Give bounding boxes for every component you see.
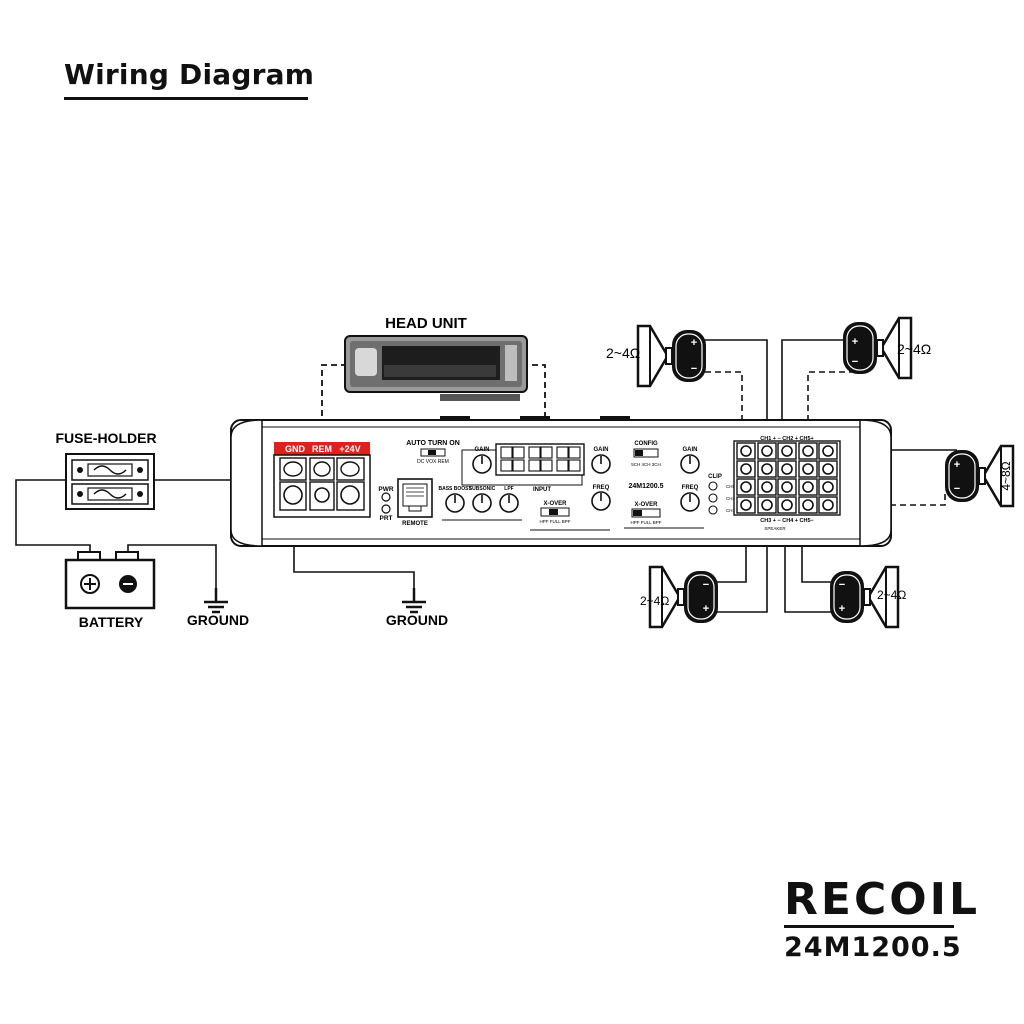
channels-bottom: CH3 + − CH4 + CH5− [760,518,814,524]
brand-model: 24M1200.5 [784,932,962,963]
fuse-holder-label: FUSE-HOLDER [55,430,156,446]
rca-input-block [500,446,581,472]
config-label: CONFIG [634,441,658,447]
x-over-label-ch5: X-OVER [543,501,567,507]
speaker-right-plus: + [954,459,960,471]
terminal-rem-label: REM [312,444,332,454]
speaker-bottom-right-plus: + [839,603,845,615]
clip-ch1: CH1 [726,508,735,513]
brand-divider [784,925,954,928]
gain-label-front: GAIN [683,447,698,453]
lpf-label: LPF [504,486,513,492]
speaker-top-left-plus: + [691,337,697,349]
x-over-label-front: X-OVER [634,502,658,508]
pwr-label: PWR [378,486,393,493]
channels-top: CH1 + − CH2 + CH5+ [760,436,814,442]
clip-ch5: CH5 [726,484,735,489]
switch-icon [633,448,659,458]
amplifier: GND REM +24V PWR PRT AUTO TURN ON [230,416,892,547]
bass-boost-label: BASS BOOST [438,486,471,492]
knob-icon [591,454,611,474]
auto-turn-on-label: AUTO TURN ON [406,440,460,447]
brand-block: RECOIL 24M1200.5 [784,878,980,964]
input-label: INPUT [533,487,551,493]
knob-icon [680,492,700,512]
auto-turn-on-modes: DC VOX REM [417,459,449,465]
knob-icon [680,454,700,474]
ground-label-battery: GROUND [187,612,249,628]
speaker-bottom-right-ohm: 2~4Ω [877,588,906,602]
clip-ch3: CH3 [726,496,735,501]
head-unit [344,335,528,401]
speaker-top-right-minus: − [852,356,858,368]
remote-label: REMOTE [402,521,428,527]
knob-icon [591,491,611,511]
terminal-24v-label: +24V [339,444,360,454]
input-gain-label: GAIN [475,447,490,453]
speaker-top-right-ohm: 2~4Ω [897,341,931,357]
speaker-bottom-left-ohm: 2~4Ω [640,594,669,608]
knob-icon [445,493,465,513]
speaker-right-ohm: 4~8Ω [999,461,1013,490]
speaker-top-right-plus: + [852,336,858,348]
switch-icon [420,448,446,457]
battery [64,551,156,610]
speaker-top-left-minus: − [691,363,697,375]
gain-label-ch5: GAIN [594,447,609,453]
knob-icon [472,454,492,474]
freq-label-front: FREQ [682,485,699,491]
config-modes: 5CH 4CH 3CH [631,462,661,467]
title-underline [64,97,308,100]
clip-label: CLIP [708,474,722,480]
page-title: Wiring Diagram [64,58,315,91]
speaker-bottom-left-minus: − [703,579,709,591]
x-over-modes-front: HPF FULL BPF [630,520,661,525]
amp-model-label: 24M1200.5 [628,483,663,490]
ground-label-amp: GROUND [386,612,448,628]
battery-plus-icon [80,574,100,594]
prt-label: PRT [380,515,393,522]
head-unit-wires [321,364,546,462]
battery-minus-icon [119,575,137,593]
ground-icon [400,586,428,614]
speaker-icon [636,324,708,388]
head-unit-label: HEAD UNIT [385,315,467,332]
subsonic-label: SUBSONIC [469,486,496,492]
brand-logo: RECOIL [784,874,981,925]
speaker-bottom-right-minus: − [839,579,845,591]
knob-icon [499,493,519,513]
terminal-gnd-label: GND [285,444,306,454]
speaker-bottom-left-plus: + [703,603,709,615]
rj45-remote-port-icon [397,478,433,518]
battery-label: BATTERY [79,614,144,630]
ground-icon [202,586,230,614]
knob-icon [472,493,492,513]
speaker-right-minus: − [954,483,960,495]
switch-icon [540,507,570,517]
x-over-modes-ch5: HPF FULL BPF [539,519,570,524]
freq-label-ch5: FREQ [593,485,610,491]
fuse-icon [65,453,155,510]
speaker-top-left-ohm: 2~4Ω [606,345,640,361]
speaker-output-label: SPEAKER [764,526,786,531]
switch-icon [631,508,661,518]
